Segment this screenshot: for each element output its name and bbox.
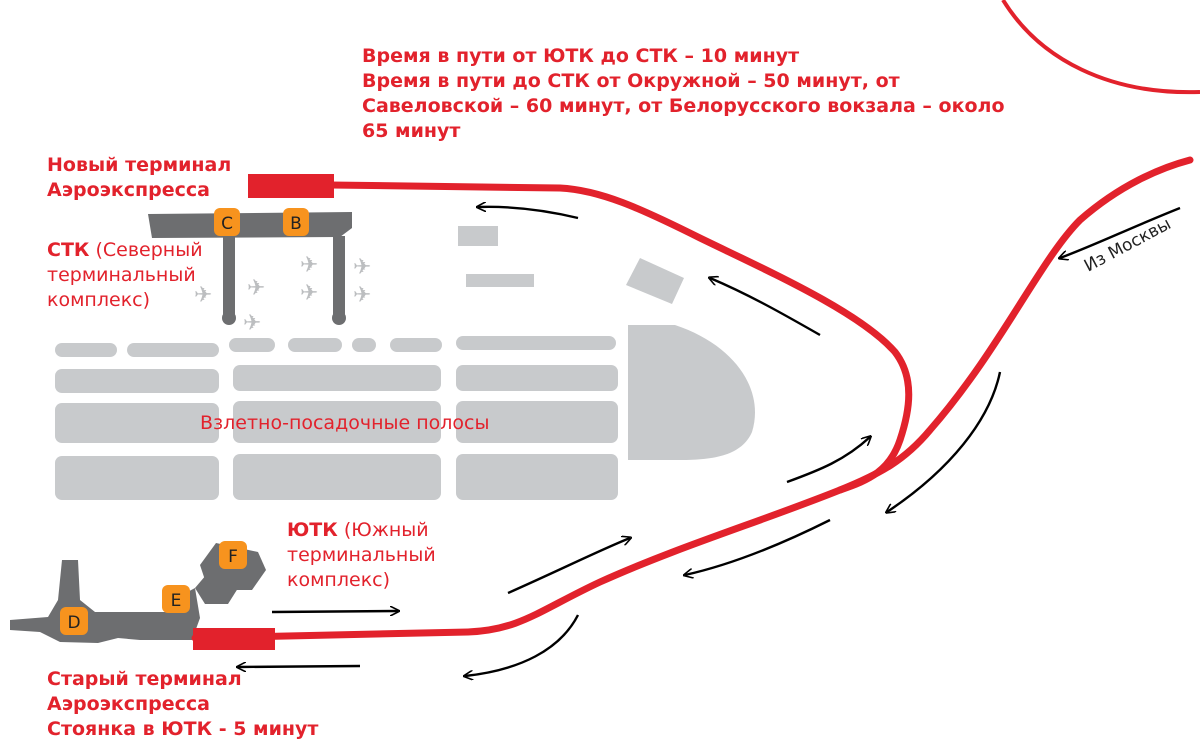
stk-rest: (Северный <box>89 239 203 261</box>
old-terminal-line-1: Старый терминал <box>47 668 242 690</box>
old-terminal-line-3: Стоянка в ЮТК - 5 минут <box>47 718 319 741</box>
svg-text:E: E <box>171 591 182 611</box>
terminal-badge-d: D <box>60 607 88 635</box>
svg-text:D: D <box>67 613 80 633</box>
stk-line-2: терминальный <box>47 264 196 287</box>
travel-info-line-3: Савеловской – 60 минут, от Белорусского … <box>362 95 1005 118</box>
utk-line-2: терминальный <box>287 544 436 567</box>
travel-info-line-1: Время в пути от ЮТК до СТК – 10 минут <box>362 45 800 67</box>
svg-text:✈: ✈ <box>247 276 265 301</box>
svg-text:F: F <box>228 547 238 567</box>
utk-line-1: ЮТК (Южный <box>287 518 436 543</box>
stk-line-3: комплекс) <box>47 289 151 312</box>
svg-text:✈: ✈ <box>353 283 371 308</box>
svg-text:✈: ✈ <box>300 281 318 306</box>
utk-line-3: комплекс) <box>287 569 391 592</box>
direction-arrows <box>238 207 1181 676</box>
svg-text:✈: ✈ <box>243 311 261 336</box>
runways-label: Взлетно-посадочные полосы <box>200 412 490 434</box>
old-terminal-line-2: Аэроэкспресса <box>47 693 211 716</box>
terminal-badge-f: F <box>219 541 247 569</box>
utk-label: ЮТК (Южный терминальный комплекс) <box>287 518 436 593</box>
travel-info-line-2: Время в пути до СТК от Окружной – 50 мин… <box>362 70 900 93</box>
old-terminal-station <box>193 628 275 650</box>
runways <box>55 226 755 500</box>
new-terminal-label: Новый терминал Аэроэкспресса <box>47 153 231 203</box>
aeroexpress-railway-north <box>326 181 913 494</box>
from-moscow-label: Из Москвы <box>1081 214 1175 276</box>
terminal-badge-b: B <box>283 208 309 236</box>
svg-text:✈: ✈ <box>353 255 371 280</box>
new-terminal-line-1: Новый терминал <box>47 154 232 176</box>
travel-info: Время в пути от ЮТК до СТК – 10 минут Вр… <box>362 44 1005 144</box>
new-terminal-line-2: Аэроэкспресса <box>47 179 211 202</box>
utk-rest: (Южный <box>337 519 429 541</box>
svg-text:C: C <box>221 214 233 234</box>
plane-icons: ✈ ✈ ✈ ✈ ✈ ✈ ✈ <box>194 253 371 336</box>
stk-label: СТК (Северный терминальный комплекс) <box>47 238 203 313</box>
terminal-badge-c: C <box>214 208 240 236</box>
terminal-badge-e: E <box>162 585 190 613</box>
stk-abbr: СТК <box>47 239 90 261</box>
old-terminal-label: Старый терминал Аэроэкспресса Стоянка в … <box>47 667 318 742</box>
svg-text:B: B <box>290 214 302 234</box>
stk-line-1: СТК (Северный <box>47 238 203 263</box>
new-terminal-station <box>248 174 334 198</box>
svg-text:✈: ✈ <box>194 283 212 308</box>
travel-info-line-4: 65 минут <box>362 120 461 143</box>
ring-railway-arc <box>1001 0 1200 95</box>
utk-abbr: ЮТК <box>287 519 338 541</box>
svg-text:✈: ✈ <box>300 253 318 278</box>
south-terminal-complex <box>10 543 266 643</box>
